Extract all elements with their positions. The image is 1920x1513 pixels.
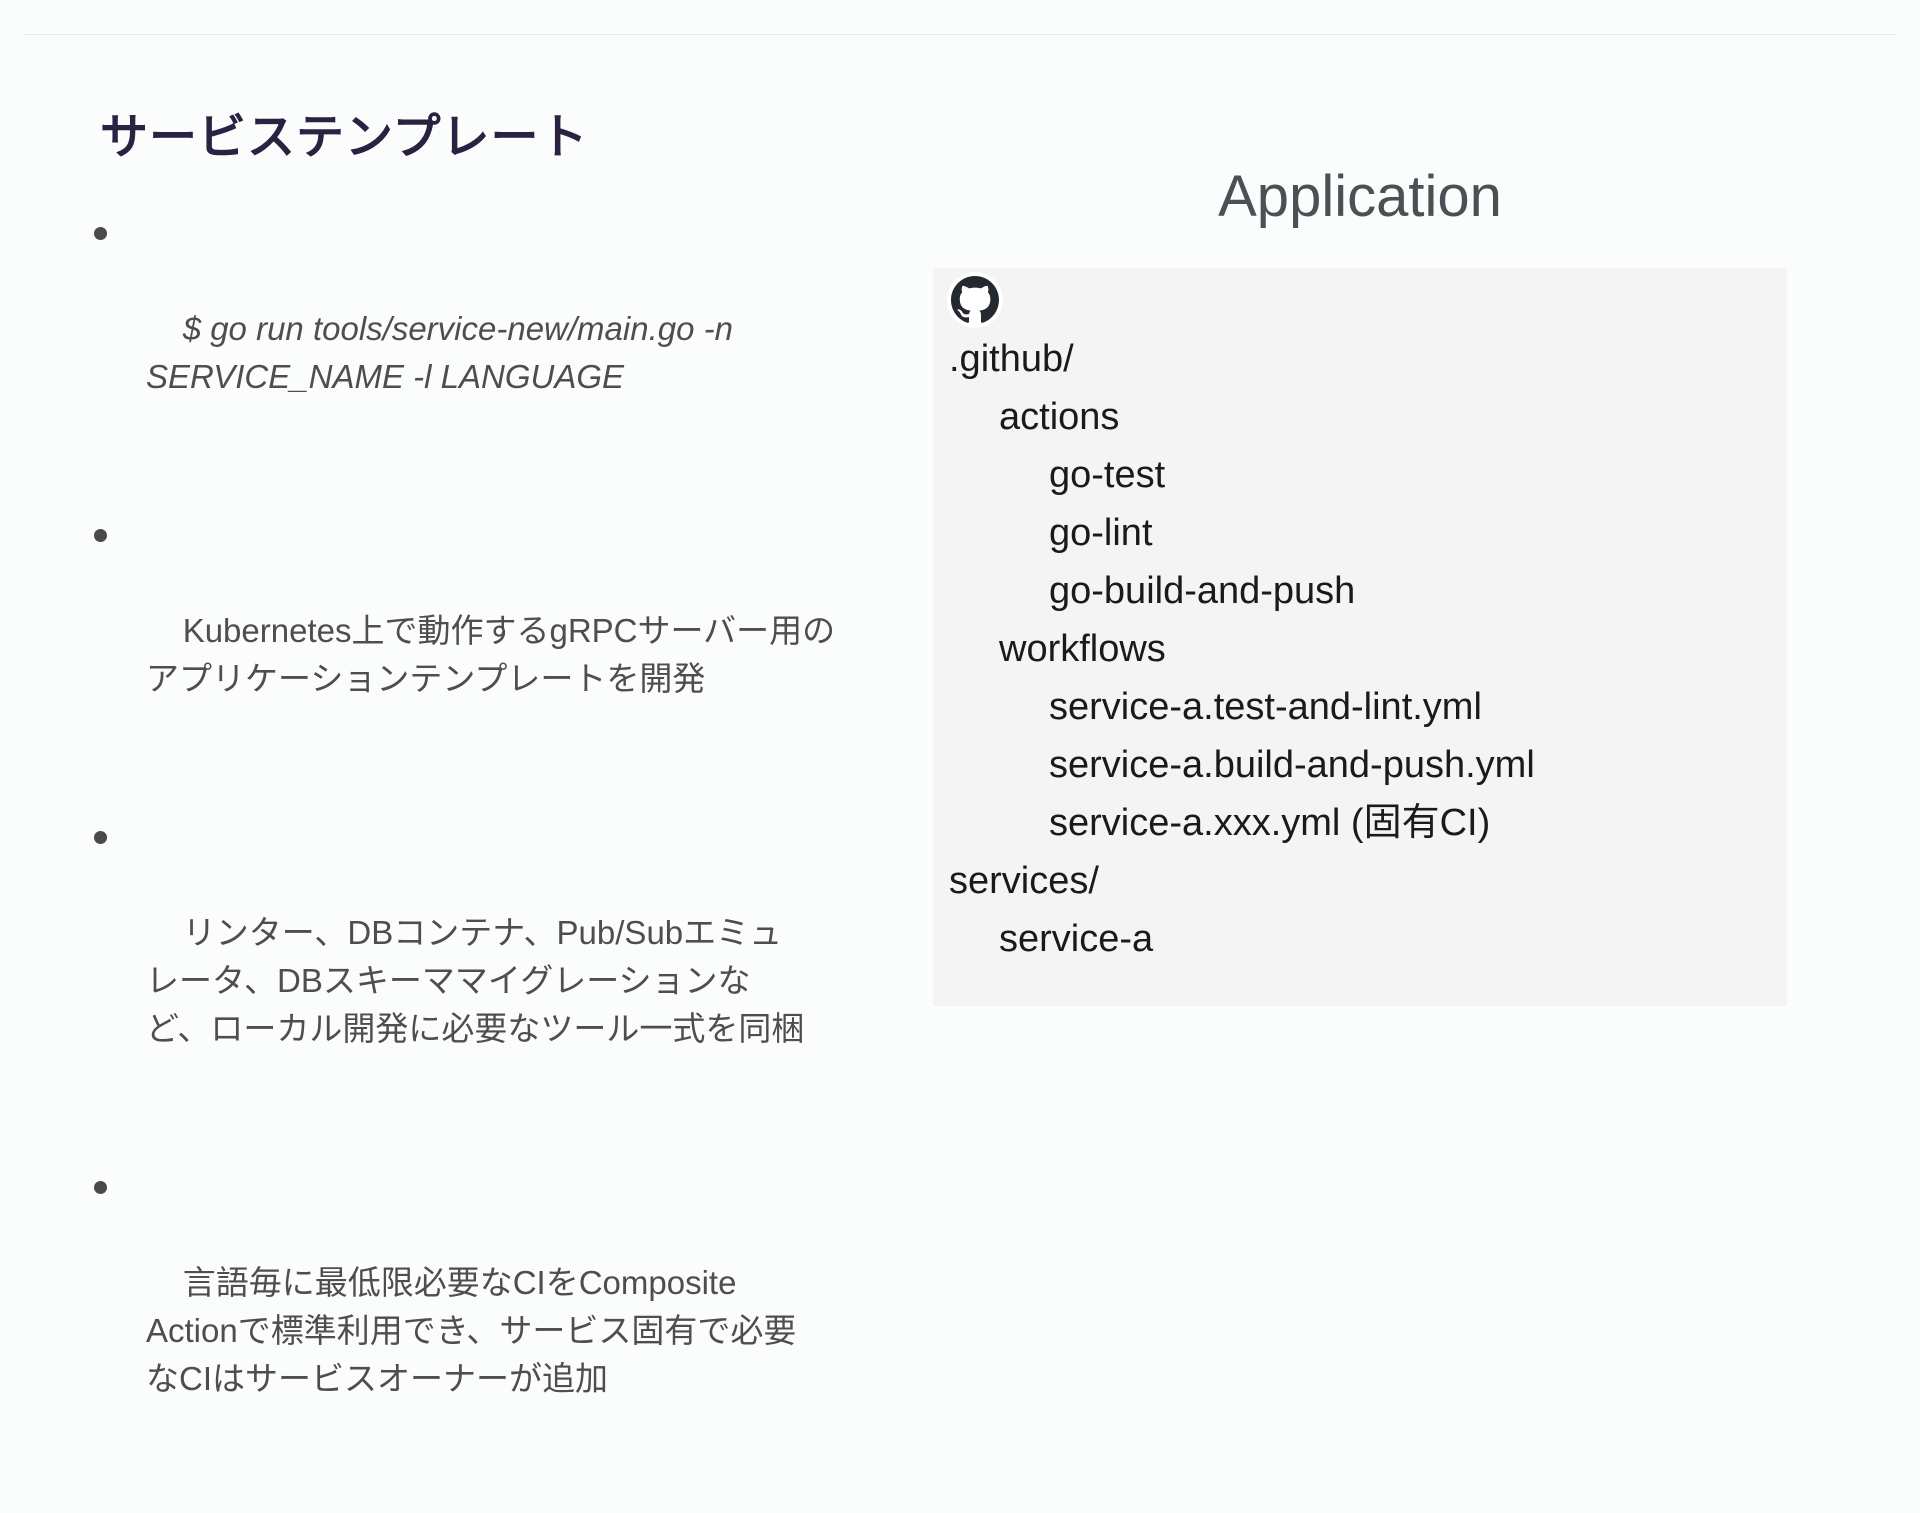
list-item: Kubernetes上で動作するgRPCサーバー用の アプリケーションテンプレー… [92, 511, 835, 751]
tree-item: .github/ [949, 338, 1074, 380]
bullet-dot [94, 227, 107, 240]
bullet-dot [94, 529, 107, 542]
slide: { "slide": { "title": "サービステンプレート", "bul… [25, 34, 1895, 1397]
file-tree-panel: .github/actions go-test go-lint go-build-an… [933, 268, 1787, 1006]
tree-item: go-test [1049, 454, 1166, 496]
tree-item: services/ [949, 860, 1099, 902]
top-divider [25, 34, 1895, 35]
right-panel-title: Application [1218, 164, 1502, 229]
bullet-text: 言語毎に最低限必要なCIをComposite Actionで標準利用でき、サービ… [146, 1264, 797, 1397]
bullet-text: リンター、DBコンテナ、Pub/Subエミュ レータ、DBスキーママイグレーショ… [146, 914, 805, 1047]
file-tree: .github/actions go-test go-lint go-build-an… [947, 330, 1777, 968]
tree-item: go-build-and-push [1049, 570, 1356, 612]
tree-item: go-lint [1049, 512, 1153, 554]
list-item: リンター、DBコンテナ、Pub/Subエミュ レータ、DBスキーママイグレーショ… [92, 813, 835, 1101]
bullet-text: Kubernetes上で動作するgRPCサーバー用の アプリケーションテンプレー… [146, 612, 836, 697]
bullet-list: $ go run tools/service-new/main.go -n SE… [92, 209, 835, 1513]
tree-item: service-a [999, 918, 1154, 960]
bullet-text: $ go run tools/service-new/main.go -n SE… [146, 310, 733, 395]
page-title: サービステンプレート [100, 111, 589, 164]
tree-item: actions [999, 396, 1120, 438]
list-item: $ go run tools/service-new/main.go -n SE… [92, 209, 835, 449]
tree-item: service-a.test-and-lint.yml [1049, 686, 1482, 728]
tree-item: workflows [999, 628, 1166, 670]
bullet-dot [94, 831, 107, 844]
tree-item: service-a.xxx.yml (固有CI) [1049, 802, 1491, 844]
list-item: 言語毎に最低限必要なCIをComposite Actionで標準利用でき、サービ… [92, 1163, 835, 1451]
github-octocat-icon [947, 272, 1003, 328]
tree-item: service-a.build-and-push.yml [1049, 744, 1535, 786]
bullet-dot [94, 1181, 107, 1194]
